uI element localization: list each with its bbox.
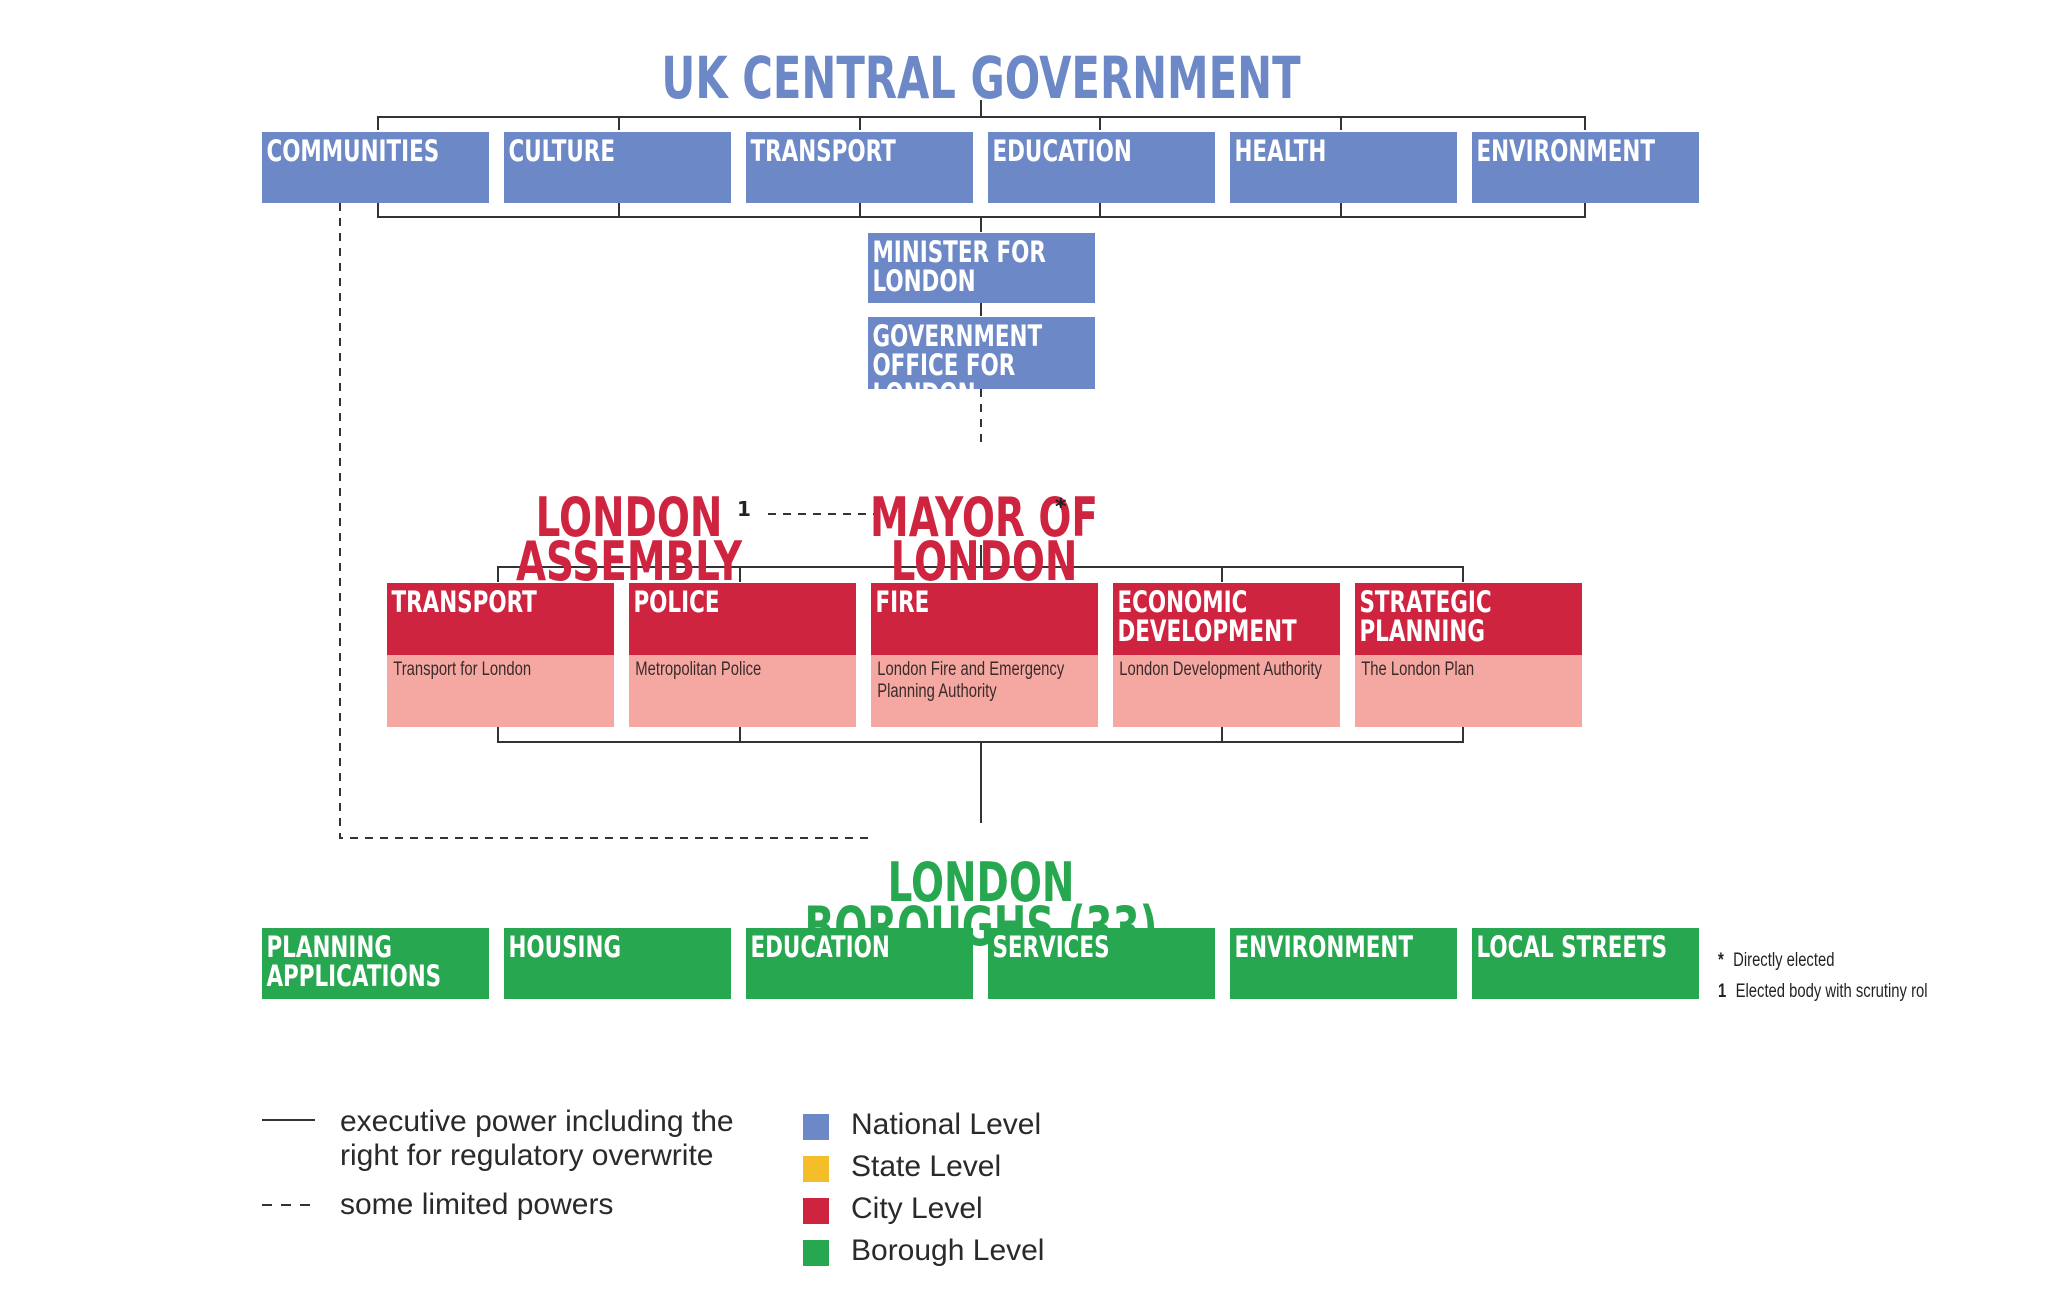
legend-borough-text: Borough Level — [851, 1234, 1045, 1267]
mayor-marker: * — [1055, 495, 1067, 520]
office-label: GOVERNMENT OFFICE FOR LONDON — [872, 319, 1043, 411]
city-function-body: Metropolitan Police — [629, 655, 856, 727]
assembly-marker: 1 — [737, 497, 751, 521]
legend-national-text: National Level — [851, 1108, 1042, 1141]
dept-label: HEALTH — [1234, 134, 1327, 168]
city-function-header: POLICE — [629, 583, 856, 655]
legend-dashed-text: some limited powers — [340, 1188, 614, 1221]
legend-state-text: State Level — [851, 1150, 1002, 1183]
mayor-title-text: MAYOR OF LONDON — [870, 486, 1098, 593]
city-function-body: Transport for London — [387, 655, 614, 727]
note-directly-elected: * Directly elected — [1718, 950, 1834, 972]
dept-communities: COMMUNITIES — [262, 132, 489, 203]
minister-for-london-box: MINISTER FOR LONDON — [868, 233, 1095, 303]
city-function-label: ECONOMIC DEVELOPMENT — [1117, 585, 1297, 648]
city-function-header: TRANSPORT — [387, 583, 614, 655]
note-text: Directly elected — [1733, 950, 1835, 971]
city-function-desc: London Development Authority — [1119, 659, 1322, 680]
government-office-box: GOVERNMENT OFFICE FOR LONDON — [868, 317, 1095, 409]
communities-borough-dashed — [339, 203, 870, 839]
borough-label: SERVICES — [992, 930, 1110, 964]
city-function-body: The London Plan — [1355, 655, 1582, 727]
city-function-economic-development: ECONOMIC DEVELOPMENT London Development … — [1113, 583, 1340, 727]
city-function-desc: London Fire and Emergency Planning Autho… — [877, 659, 1065, 702]
city-function-police: POLICE Metropolitan Police — [629, 583, 856, 727]
dept-label: COMMUNITIES — [266, 134, 440, 168]
borough-housing: HOUSING — [504, 928, 731, 999]
legend-swatch-state — [803, 1156, 829, 1182]
borough-planning-applications: PLANNING APPLICATIONS — [262, 928, 489, 999]
note-symbol: * — [1718, 950, 1724, 971]
dept-environment: ENVIRONMENT — [1472, 132, 1699, 203]
dept-label: ENVIRONMENT — [1476, 134, 1655, 168]
dept-transport: TRANSPORT — [746, 132, 973, 203]
borough-label: LOCAL STREETS — [1476, 930, 1668, 964]
dept-culture: CULTURE — [504, 132, 731, 203]
note-symbol: 1 — [1718, 981, 1727, 1002]
minister-label: MINISTER FOR LONDON — [872, 235, 1046, 298]
city-top-ticks — [739, 567, 1223, 582]
dept-label: CULTURE — [508, 134, 615, 168]
city-function-transport: TRANSPORT Transport for London — [387, 583, 614, 727]
legend-swatch-borough — [803, 1240, 829, 1266]
city-function-label: POLICE — [633, 585, 720, 619]
borough-label: PLANNING APPLICATIONS — [266, 930, 442, 993]
national-bottom-ticks — [618, 203, 1342, 217]
city-function-body: London Fire and Emergency Planning Autho… — [871, 655, 1098, 727]
city-top-bracket — [497, 566, 1464, 582]
borough-local-streets: LOCAL STREETS — [1472, 928, 1699, 999]
assembly-title-text: LONDON ASSEMBLY — [515, 486, 743, 593]
borough-services: SERVICES — [988, 928, 1215, 999]
city-function-desc: Metropolitan Police — [635, 659, 762, 680]
dept-label: EDUCATION — [992, 134, 1132, 168]
note-text: Elected body with scrutiny rol — [1735, 981, 1928, 1002]
borough-label: EDUCATION — [750, 930, 890, 964]
city-function-body: London Development Authority — [1113, 655, 1340, 727]
city-bottom-bracket — [497, 727, 1464, 743]
city-function-header: STRATEGIC PLANNING — [1355, 583, 1582, 655]
city-function-label: FIRE — [875, 585, 930, 619]
borough-label: ENVIRONMENT — [1234, 930, 1413, 964]
national-bottom-bracket — [377, 203, 1586, 218]
city-function-fire: FIRE London Fire and Emergency Planning … — [871, 583, 1098, 727]
national-top-bracket — [377, 116, 1586, 130]
city-bottom-ticks — [739, 727, 1223, 742]
borough-environment: ENVIRONMENT — [1230, 928, 1457, 999]
dept-health: HEALTH — [1230, 132, 1457, 203]
city-function-header: FIRE — [871, 583, 1098, 655]
borough-education: EDUCATION — [746, 928, 973, 999]
city-function-strategic-planning: STRATEGIC PLANNING The London Plan — [1355, 583, 1582, 727]
legend-swatch-national — [803, 1114, 829, 1140]
legend-solid-text: executive power including the right for … — [340, 1105, 734, 1172]
legend-swatch-city — [803, 1198, 829, 1224]
city-function-label: TRANSPORT — [391, 585, 537, 619]
national-top-ticks — [618, 117, 1342, 130]
central-government-title: UK CENTRAL GOVERNMENT — [661, 44, 1301, 112]
dept-label: TRANSPORT — [750, 134, 896, 168]
note-scrutiny: 1 Elected body with scrutiny rol — [1718, 981, 1928, 1003]
borough-label: HOUSING — [508, 930, 622, 964]
dept-education: EDUCATION — [988, 132, 1215, 203]
legend-city-text: City Level — [851, 1192, 983, 1225]
london-assembly-title: LONDON ASSEMBLY — [507, 452, 752, 589]
city-function-desc: The London Plan — [1361, 659, 1475, 680]
city-function-header: ECONOMIC DEVELOPMENT — [1113, 583, 1340, 655]
city-function-label: STRATEGIC PLANNING — [1359, 585, 1492, 648]
city-function-desc: Transport for London — [393, 659, 532, 680]
mayor-of-london-title: MAYOR OF LONDON — [862, 452, 1107, 589]
